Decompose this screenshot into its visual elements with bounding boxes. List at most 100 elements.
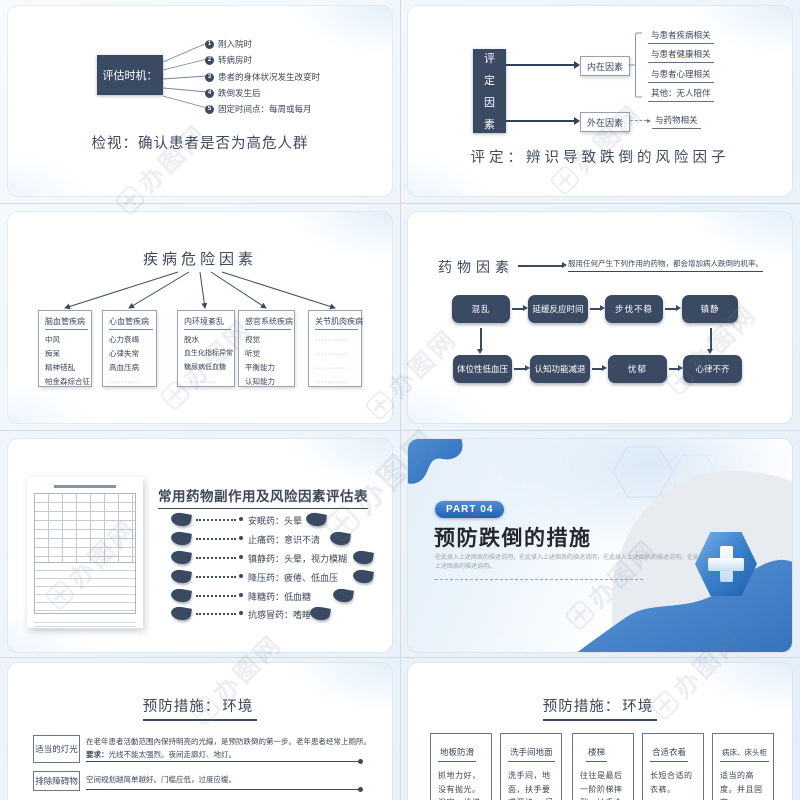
medication-note: 服用任何产生下列作用的药物，都会增加病人跌倒的机率。 [568,258,763,272]
slide-title: 药物因素 [438,259,514,275]
bullet-dot-icon [239,555,243,559]
env-item-text-rest: 光线不能太强烈。夜间走廊灯、地灯。 [108,750,237,759]
disease-group-box: 感官系统疾病 视觉 听觉 平衡能力 认知能力 [238,310,295,387]
group-header: 感官系统疾病 [245,316,293,330]
env-item-text: 在老年患者活動范围內保持明亮的光線，是预防跌倒的第一步。老年患者经常上厕所。 [86,737,371,746]
title-part: 环境 [220,699,258,721]
internal-item: 与患者心理相关 [648,68,714,83]
disease-group-box: 关节肌肉疾病 ··········· ··········· ·········… [308,310,363,387]
group-item-placeholder: ··········· [315,349,348,358]
env-item-label-box: 排除障碍物 [33,771,80,791]
group-header: 内环境紊乱 [184,316,231,330]
env-card-body: 适当的高度。并且固定。 [720,771,763,800]
group-item: 帕金森综合征 [45,377,90,386]
form-title-bar [54,485,116,488]
slide-thumbnail-assessment-timing[interactable]: 评估时机： 1 刚入院时 2 转病房时 3 患者的身体状况发生改变时 4 跌倒发… [8,6,392,196]
group-item-placeholder: ··········· [184,377,217,386]
slide-title: 预防措施：环境 [408,695,792,721]
leaf-icon [170,587,192,604]
dashed-connector [630,118,651,123]
leaf-icon [170,568,192,585]
env-card-header: 地板防滑 [438,746,477,762]
env-card-body: 抓地力好，没有抛光。浴室、楼梯下床处。散落、 [438,771,481,800]
internal-factor-box: 内在因素 [580,56,630,76]
timing-step-5: 5 固定时间点：每周或每月 [205,103,312,115]
title-part: 环境 [620,699,658,721]
dotted-connector [196,613,236,615]
dotted-connector [196,595,236,597]
slide-title: 预防措施：环境 [8,695,392,721]
bullet-dot-icon [239,611,243,615]
flow-arrow [665,305,681,311]
side-effect-label: 安眠药：头晕 [248,516,303,526]
env-card: 洗手间地面 洗手间，地面，扶手要求严格 。门不应 [500,733,562,800]
bullet-dot-icon [239,574,243,578]
flow-arrow [590,305,605,311]
side-effect-row: 抗感冒药：嗜睡 [170,605,391,622]
slide-thumbnail-medication-factors[interactable]: 药物因素 服用任何产生下列作用的药物，都会增加病人跌倒的机率。 混乱 延缓反应时… [408,212,792,423]
group-item-placeholder: ··········· [315,377,348,386]
slide-thumbnail-part-04-divider[interactable]: PART 04 预防跌倒的措施 在此录入上述图表的描述说明，在此录入上述图表的描… [408,439,792,652]
timing-step-2: 2 转病房时 [205,54,252,66]
fan-connector-lines [162,42,208,109]
assessment-form-image [27,477,143,631]
leaf-icon [170,511,192,528]
dotted-connector [196,557,236,559]
flow-arrow [514,365,530,371]
timing-step-3: 3 患者的身体状况发生改变时 [205,71,320,83]
slide-thumbnail-drug-side-effects[interactable]: 常用药物副作用及风险因素评估表 安眠药：头晕 止痛药：意识不清 镇静药：头晕，视… [8,439,392,652]
leaf-icon [170,605,192,622]
leaf-icon [352,549,374,566]
flow-arrow [592,365,607,371]
group-item: 心律失常 [109,349,139,358]
dashed-divider [435,579,643,580]
group-item: 中风 [45,335,60,344]
slide-thumbnail-assessment-factors[interactable]: 评 定 因 素 内在因素 外在因素 与患者疾病相关 与患者健康相关 与患者心理相… [408,6,792,196]
step-label: 固定时间点：每周或每月 [218,104,312,114]
step-number-badge: 2 [205,55,214,65]
title-char: 素 [484,119,495,131]
slide-thumbnail-prevention-environment-2[interactable]: 预防措施：环境 地板防滑 抓地力好，没有抛光。浴室、楼梯下床处。散落、 洗手间地… [408,663,792,800]
step-number-badge: 4 [205,88,214,98]
title-char: 因 [484,97,495,109]
bracket-connector [628,32,642,98]
group-item: 精神错乱 [45,363,75,372]
side-effect-label: 止痛药：意识不清 [248,535,321,545]
side-effect-row: 降糖药：低血糖 [170,587,391,604]
side-effect-label: 降糖药：低血糖 [248,592,312,602]
internal-item: 与患者疾病相关 [648,29,714,44]
dotted-connector [196,538,236,540]
group-item: 痴呆 [45,349,60,358]
side-effect-row: 镇静药：头晕，视力模糊 [170,549,391,566]
slide-caption: 评定：辨识导致跌倒的风险因子 [470,150,730,166]
env-card: 病床、床头柜 适当的高度。并且固定。 [712,733,774,800]
side-effect-row: 安眠药：头晕 [170,511,391,528]
title-part: 预防措施： [142,699,221,721]
column-divider [400,0,401,800]
step-number-badge: 3 [205,72,214,82]
leaf-icon [305,511,327,528]
internal-item: 其他：无人陪伴 [648,87,714,102]
card-background-decoration [408,6,792,196]
step-label: 跌倒发生后 [218,88,261,98]
title-char: 定 [484,75,495,87]
flow-box: 忧郁 [608,355,667,383]
flow-arrow [512,305,528,311]
side-effect-row: 降压药：疲倦、低血压 [170,568,391,585]
side-effect-row: 止痛药：意识不清 [170,530,391,547]
env-card-header: 洗手间地面 [508,746,555,762]
slide-thumbnail-prevention-environment-1[interactable]: 预防措施：环境 适当的灯光 在老年患者活動范围內保持明亮的光線，是预防跌倒的第一… [8,663,392,800]
env-card-body: 长短合适的衣裤。 [650,771,693,794]
slide-title: 常用药物副作用及风险因素评估表 [158,485,368,509]
tree-connector-lines [64,271,336,310]
group-header: 关节肌肉疾病 [315,316,363,330]
flow-box: 认知功能减退 [530,355,590,383]
title-part: 预防措施： [542,699,621,721]
arrow-to-internal [506,61,580,69]
cross-horizontal-bar [708,557,744,571]
group-item-placeholder: ··········· [109,377,142,386]
leaf-icon [309,605,331,622]
slide-thumbnail-disease-risk-factors[interactable]: 疾病危险因素 脑血管疾病 中风 痴呆 精神错乱 帕金森综合征 心血管疾病 心力衰… [8,212,392,423]
form-section [34,563,136,614]
group-item: 心力衰竭 [109,335,139,344]
